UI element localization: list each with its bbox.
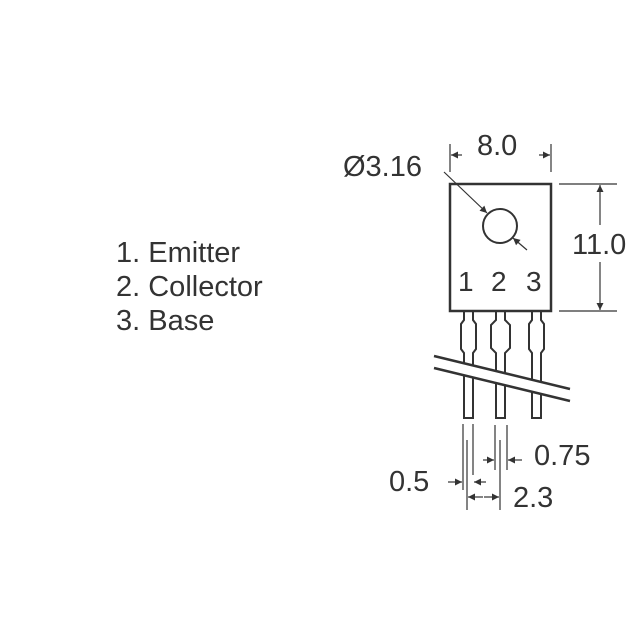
dimension-lead-wide-label: 0.75 [534,440,590,472]
dimension-width [449,144,552,172]
pin-label-3: 3 [526,266,542,297]
dimension-height-label: 11.0 [572,229,626,261]
legend-item-collector: 2. Collector [116,271,263,303]
dimension-width-label: 8.0 [477,130,517,162]
pin-legend: 1. Emitter 2. Collector 3. Base [116,236,263,338]
dimension-leads [448,424,522,510]
dimension-hole-label: Ø3.16 [343,151,422,183]
pin-label-2: 2 [491,266,507,297]
dimension-pitch-label: 2.3 [513,482,553,514]
dimension-height [559,183,617,312]
legend-item-emitter: 1. Emitter [116,237,241,269]
dimension-lead-narrow-label: 0.5 [389,466,429,498]
pin-label-1: 1 [458,266,474,297]
mounting-hole [482,208,518,244]
dimension-hole [443,171,528,251]
break-line-top [433,354,571,391]
break-line-bottom [433,366,571,403]
leads [460,311,545,419]
package-body [448,182,553,313]
legend-item-base: 3. Base [116,305,215,337]
